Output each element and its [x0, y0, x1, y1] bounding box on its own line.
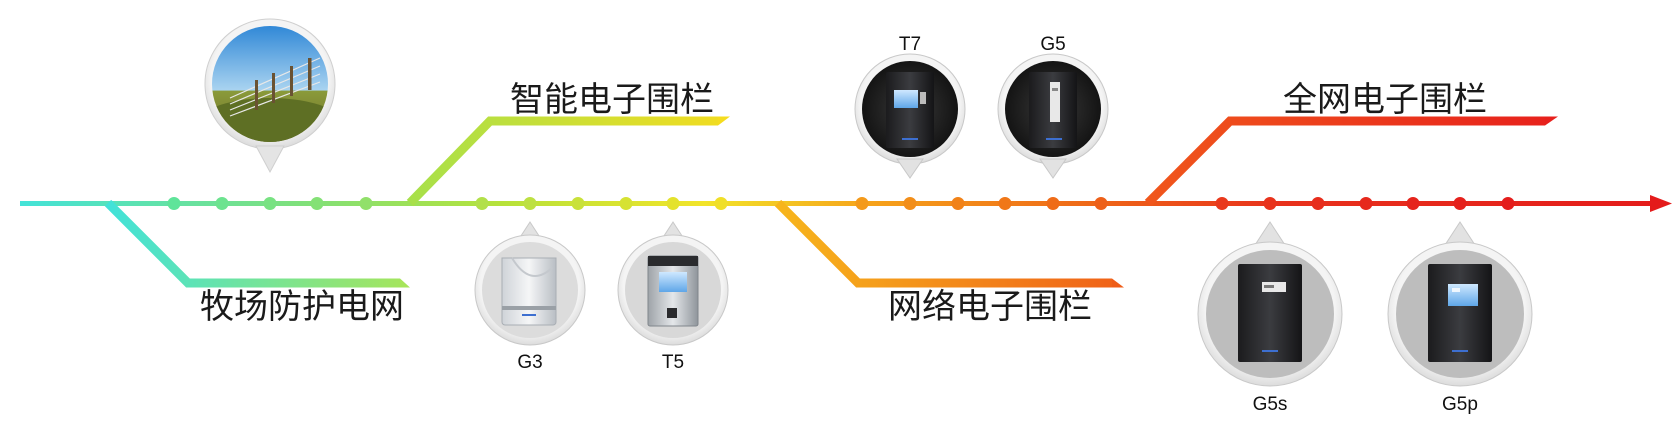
- timeline-dot: [1453, 197, 1467, 210]
- timeline-dot: [619, 197, 633, 210]
- ranch-branch-line: [104, 199, 400, 288]
- category-label-network: 网络电子围栏: [888, 287, 1092, 327]
- fence-photo: [212, 26, 328, 142]
- timeline-dot: [215, 197, 229, 210]
- device-g5s-image: [1238, 264, 1302, 362]
- timeline-lines: [20, 116, 1672, 288]
- timeline-dot: [523, 197, 537, 210]
- category-label-ranch: 牧场防护电网: [200, 287, 404, 327]
- network-branch-line: [774, 199, 1112, 288]
- product-label-g3: G3: [517, 352, 542, 373]
- timeline-dot: [310, 197, 324, 210]
- timeline-dot: [1094, 197, 1108, 210]
- product-bubble-g5p: [1387, 221, 1533, 387]
- full-branch-tip: [1545, 116, 1558, 126]
- timeline-arrowhead: [1650, 195, 1672, 212]
- ranch-branch-tip: [400, 278, 410, 288]
- timeline-dot: [855, 197, 869, 210]
- product-bubble-g5: [997, 53, 1109, 179]
- product-label-g5: G5: [1040, 34, 1065, 55]
- timeline-dot: [571, 197, 585, 210]
- device-g5p-image: [1428, 264, 1492, 362]
- category-label-full: 全网电子围栏: [1283, 80, 1487, 120]
- timeline-dot: [475, 197, 489, 210]
- timeline-dot: [263, 197, 277, 210]
- timeline-dot: [1406, 197, 1420, 210]
- timeline-dot: [1046, 197, 1060, 210]
- product-label-t7: T7: [899, 34, 921, 55]
- timeline-dot: [998, 197, 1012, 210]
- category-label-smart: 智能电子围栏: [510, 80, 714, 120]
- timeline-dot: [167, 197, 181, 210]
- product-bubble-g5s: [1197, 221, 1343, 387]
- product-bubble-g3: [474, 221, 586, 346]
- timeline-dot: [903, 197, 917, 210]
- timeline-dot: [1501, 197, 1515, 210]
- timeline-dot: [714, 197, 728, 210]
- main-timeline-axis: [20, 201, 1650, 206]
- timeline-dot: [359, 197, 373, 210]
- product-label-g5p: G5p: [1442, 394, 1478, 415]
- fence-photo-bubble: [204, 18, 336, 174]
- product-bubble-t7: [854, 53, 966, 179]
- timeline-dot: [1359, 197, 1373, 210]
- smart-branch-line: [406, 116, 718, 207]
- product-label-g5s: G5s: [1253, 394, 1288, 415]
- timeline-dot: [1215, 197, 1229, 210]
- network-branch-tip: [1112, 278, 1124, 288]
- smart-branch-tip: [718, 116, 730, 126]
- timeline-dot: [951, 197, 965, 210]
- device-g5-image: [1029, 72, 1077, 148]
- product-bubble-t5: [617, 221, 729, 346]
- device-t5-image: [647, 255, 699, 327]
- timeline-dots: [167, 197, 1515, 210]
- timeline-dot: [1311, 197, 1325, 210]
- timeline-dot: [666, 197, 680, 210]
- device-g3-image: [501, 257, 557, 326]
- product-label-t5: T5: [662, 352, 684, 373]
- device-t7-image: [886, 72, 934, 148]
- full-branch-line: [1144, 116, 1545, 207]
- timeline-dot: [1263, 197, 1277, 210]
